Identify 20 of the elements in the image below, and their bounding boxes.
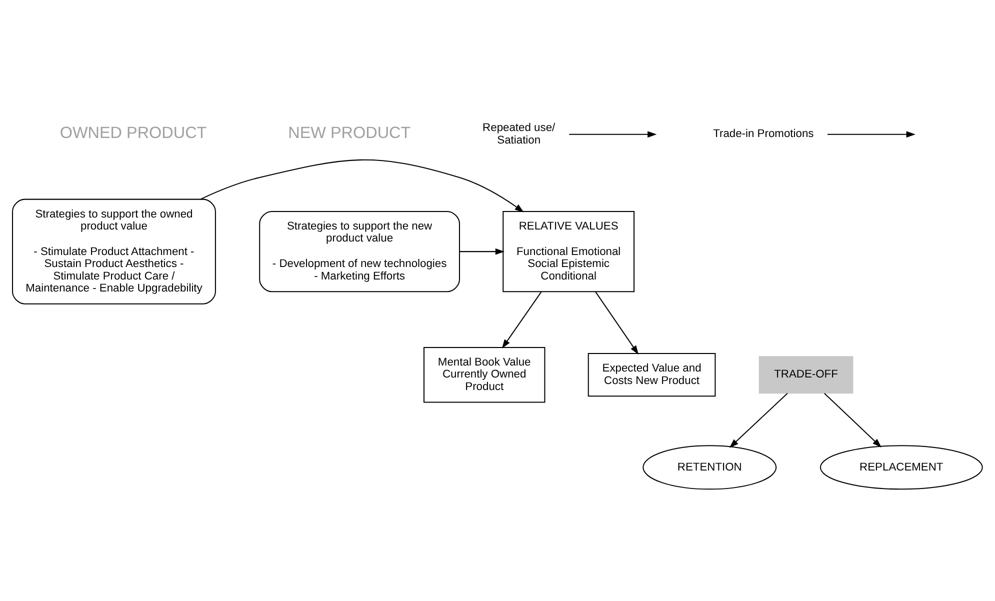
node-ellipse: REPLACEMENT [820,444,983,490]
arrow [460,248,505,254]
node-box: Expected Value and Costs New Product [588,352,716,396]
node-ellipse: RETENTION [642,444,777,490]
node-text: Repeated use/ Satiation [482,122,556,146]
label: NEW PRODUCT [288,124,411,142]
arrow [502,291,542,348]
node-box: Mental Book Value Currently Owned Product [423,346,546,402]
node-box: TRADE-OFF [758,356,854,394]
arrow [595,291,639,354]
node-box: Strategies to support the owned product value - Stimulate Product Attachment - Sustain Product Aesthetics - Stimulate Product Care / Maintenance - Enable Upgradebility [12,198,216,304]
label: OWNED PRODUCT [60,124,207,142]
arrow [729,392,788,448]
arrow [569,130,657,138]
arrow [824,392,882,448]
node-text: Trade-in Promotions [713,128,814,140]
arrow [200,158,524,212]
node-box: RELATIVE VALUES Functional Emotional Social Epistemic Conditional [502,210,635,292]
node-box: Strategies to support the new product value - Development of new technologies - Marketing Efforts [259,210,460,292]
arrow [827,130,916,138]
